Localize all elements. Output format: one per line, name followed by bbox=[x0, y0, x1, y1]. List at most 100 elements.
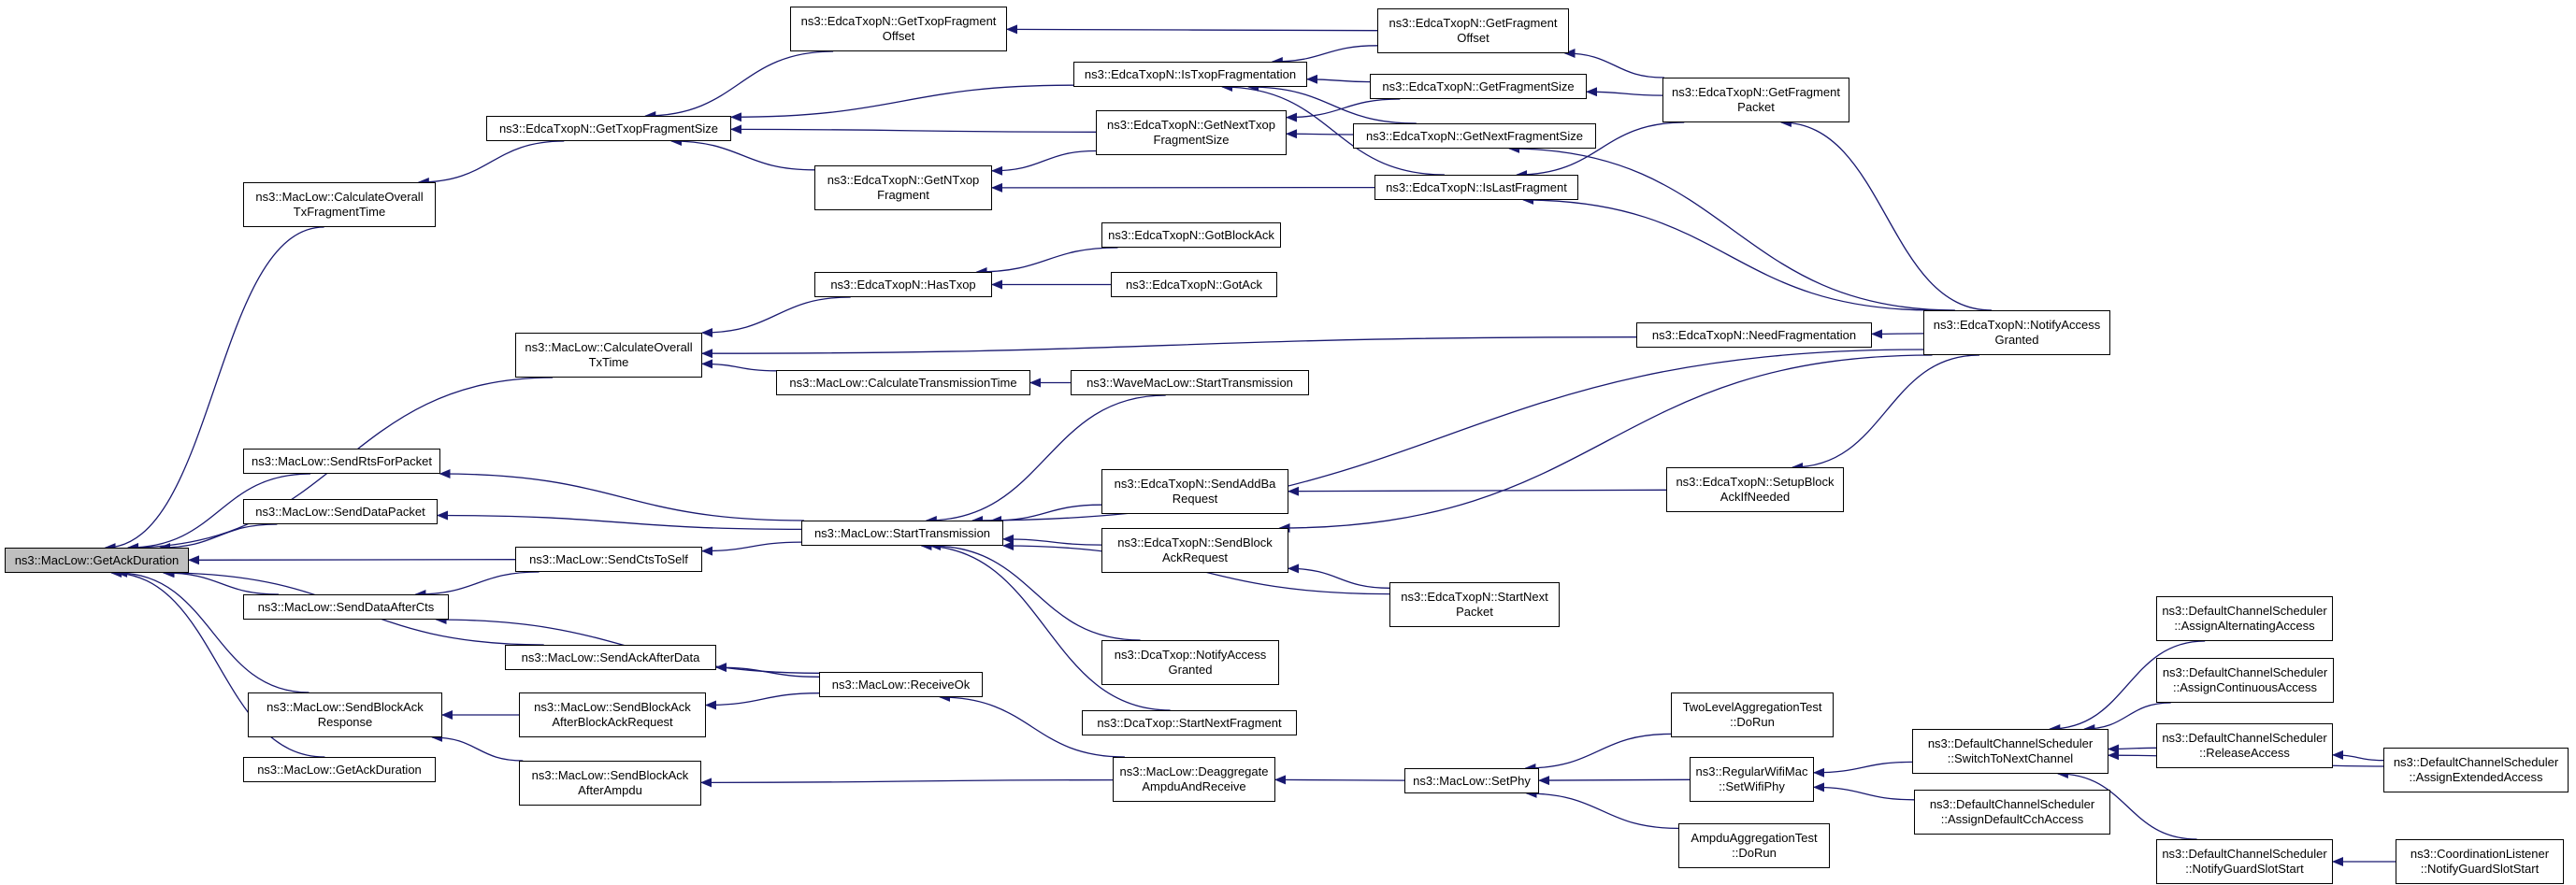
node-label-line: AfterAmpdu bbox=[578, 783, 642, 797]
node-is-last-frag[interactable]: ns3::EdcaTxopN::IsLastFragment bbox=[1374, 175, 1578, 200]
node-label-line: ns3::DefaultChannelScheduler bbox=[2393, 755, 2559, 769]
node-coord-listener[interactable]: ns3::CoordinationListener::NotifyGuardSl… bbox=[2396, 839, 2564, 884]
node-label-line: FragmentSize bbox=[1153, 133, 1230, 147]
edge-notifyGuard-to-switchNext bbox=[2056, 769, 2197, 840]
edge-startTrans-to-sendCtsSelf bbox=[701, 541, 802, 556]
node-label-line: ns3::MacLow::GetAckDuration bbox=[257, 762, 422, 777]
node-assign-ext[interactable]: ns3::DefaultChannelScheduler::AssignExte… bbox=[2383, 748, 2569, 792]
node-got-block-ack[interactable]: ns3::EdcaTxopN::GotBlockAck bbox=[1101, 222, 1281, 248]
node-label-line: ns3::MacLow::SendBlockAck bbox=[534, 700, 691, 714]
node-root[interactable]: ns3::MacLow::GetAckDuration bbox=[5, 548, 189, 573]
node-label-line: ::SwitchToNextChannel bbox=[1947, 751, 2074, 765]
node-label-line: ns3::CoordinationListener bbox=[2410, 847, 2550, 861]
edge-getFragPkt-to-getFragSize bbox=[1586, 87, 1663, 97]
node-label-line: ::DoRun bbox=[1730, 715, 1775, 729]
node-got-ack[interactable]: ns3::EdcaTxopN::GotAck bbox=[1111, 272, 1277, 297]
node-label-line: ::AssignDefaultCchAccess bbox=[1940, 812, 2084, 826]
edge-getNextTxopFragSize-to-getTxopFragSize bbox=[730, 124, 1097, 135]
node-label-line: Request bbox=[1172, 492, 1218, 506]
node-send-cts-self[interactable]: ns3::MacLow::SendCtsToSelf bbox=[515, 547, 702, 572]
node-get-txop-frag-size[interactable]: ns3::EdcaTxopN::GetTxopFragmentSize bbox=[486, 116, 731, 141]
node-label-line: Packet bbox=[1737, 100, 1775, 114]
edge-notifyAccess-to-getFragPkt bbox=[1779, 118, 1993, 311]
node-label-line: TxTime bbox=[588, 355, 629, 369]
node-get-frag-size[interactable]: ns3::EdcaTxopN::GetFragmentSize bbox=[1370, 74, 1587, 99]
edge-assignExt-to-release bbox=[2332, 749, 2384, 762]
node-label-line: ns3::MacLow::CalculateOverall bbox=[255, 190, 424, 204]
node-label-line: ns3::EdcaTxopN::GetTxopFragmentSize bbox=[498, 121, 719, 136]
edge-notifyAccess-to-needFrag bbox=[1871, 329, 1924, 339]
node-label-line: ns3::MacLow::SendRtsForPacket bbox=[252, 453, 432, 468]
edge-calcFrag-to-root bbox=[104, 226, 324, 552]
node-need-frag[interactable]: ns3::EdcaTxopN::NeedFragmentation bbox=[1636, 322, 1872, 348]
node-get-ack2[interactable]: ns3::MacLow::GetAckDuration bbox=[243, 757, 436, 782]
node-dca-start-next[interactable]: ns3::DcaTxop::StartNextFragment bbox=[1082, 710, 1297, 735]
node-send-data-cts[interactable]: ns3::MacLow::SendDataAfterCts bbox=[243, 594, 449, 620]
node-receive-ok[interactable]: ns3::MacLow::ReceiveOk bbox=[819, 672, 983, 697]
node-assign-cont[interactable]: ns3::DefaultChannelScheduler::AssignCont… bbox=[2156, 658, 2334, 703]
node-label-line: ns3::EdcaTxopN::NeedFragmentation bbox=[1651, 327, 1857, 342]
node-send-data[interactable]: ns3::MacLow::SendDataPacket bbox=[243, 499, 438, 524]
edge-gotBlockAck-to-hasTxop bbox=[975, 247, 1118, 277]
node-label-line: Offset bbox=[882, 29, 915, 43]
node-two-level[interactable]: TwoLevelAggregationTest::DoRun bbox=[1671, 692, 1834, 737]
edge-isLastFrag-to-isTxopFrag bbox=[1221, 82, 1445, 176]
edge-sendCtsSelf-to-sendDataCts bbox=[414, 571, 540, 599]
node-ampdu-test[interactable]: AmpduAggregationTest::DoRun bbox=[1678, 823, 1830, 868]
edge-getFragOff-to-isTxopFrag bbox=[1271, 45, 1378, 66]
node-label-line: ns3::EdcaTxopN::SendAddBa bbox=[1114, 477, 1276, 491]
node-label-line: ::ReleaseAccess bbox=[2199, 746, 2290, 760]
node-label-line: ns3::DefaultChannelScheduler bbox=[2162, 604, 2327, 618]
node-label-line: ns3::MacLow::SendBlockAck bbox=[531, 768, 689, 782]
edge-sendRts-to-root bbox=[126, 473, 311, 552]
node-get-next-frag-size[interactable]: ns3::EdcaTxopN::GetNextFragmentSize bbox=[1353, 123, 1596, 149]
edge-setupBa-to-sendAddBa bbox=[1288, 486, 1667, 496]
node-set-phy[interactable]: ns3::MacLow::SetPhy bbox=[1404, 768, 1539, 793]
node-label-line: ns3::MacLow::SendAckAfterData bbox=[521, 649, 700, 664]
node-release[interactable]: ns3::DefaultChannelScheduler::ReleaseAcc… bbox=[2156, 723, 2333, 768]
node-calc-trans-time[interactable]: ns3::MacLow::CalculateTransmissionTime bbox=[776, 370, 1030, 395]
node-label-line: ns3::EdcaTxopN::GetNTxop bbox=[827, 173, 980, 187]
node-assign-alt[interactable]: ns3::DefaultChannelScheduler::AssignAlte… bbox=[2156, 596, 2333, 641]
node-notify-guard[interactable]: ns3::DefaultChannelScheduler::NotifyGuar… bbox=[2156, 839, 2333, 884]
node-label-line: ns3::EdcaTxopN::GotAck bbox=[1126, 277, 1262, 292]
edge-getFragSize-to-getNextTxopFragSize bbox=[1286, 98, 1401, 122]
node-assign-default[interactable]: ns3::DefaultChannelScheduler::AssignDefa… bbox=[1914, 790, 2110, 835]
node-label-line: AckRequest bbox=[1161, 550, 1229, 564]
edge-startTrans-to-sendRts bbox=[439, 469, 804, 521]
node-is-txop-frag[interactable]: ns3::EdcaTxopN::IsTxopFragmentation bbox=[1073, 62, 1307, 87]
node-send-ack-data[interactable]: ns3::MacLow::SendAckAfterData bbox=[505, 645, 716, 670]
node-label-line: Granted bbox=[1994, 333, 2039, 347]
edge-calcTransTime-to-calcTx bbox=[701, 359, 777, 372]
node-wave-start[interactable]: ns3::WaveMacLow::StartTransmission bbox=[1071, 370, 1309, 395]
node-switch-next[interactable]: ns3::DefaultChannelScheduler::SwitchToNe… bbox=[1912, 729, 2108, 774]
node-label-line: ns3::EdcaTxopN::GetFragment bbox=[1672, 85, 1840, 99]
node-label-line: ::NotifyGuardSlotStart bbox=[2420, 862, 2540, 876]
node-label-line: Response bbox=[317, 715, 373, 729]
node-label-line: ::DoRun bbox=[1732, 846, 1777, 860]
node-label-line: AmpduAndReceive bbox=[1142, 779, 1246, 793]
node-label-line: ns3::EdcaTxopN::SendBlock bbox=[1117, 535, 1273, 550]
node-regular-wifi[interactable]: ns3::RegularWifiMac::SetWifiPhy bbox=[1690, 757, 1814, 802]
node-start-trans[interactable]: ns3::MacLow::StartTransmission bbox=[801, 521, 1003, 546]
node-send-rts[interactable]: ns3::MacLow::SendRtsForPacket bbox=[243, 449, 440, 474]
node-label-line: Granted bbox=[1168, 663, 1213, 677]
node-has-txop[interactable]: ns3::EdcaTxopN::HasTxop bbox=[814, 272, 992, 297]
